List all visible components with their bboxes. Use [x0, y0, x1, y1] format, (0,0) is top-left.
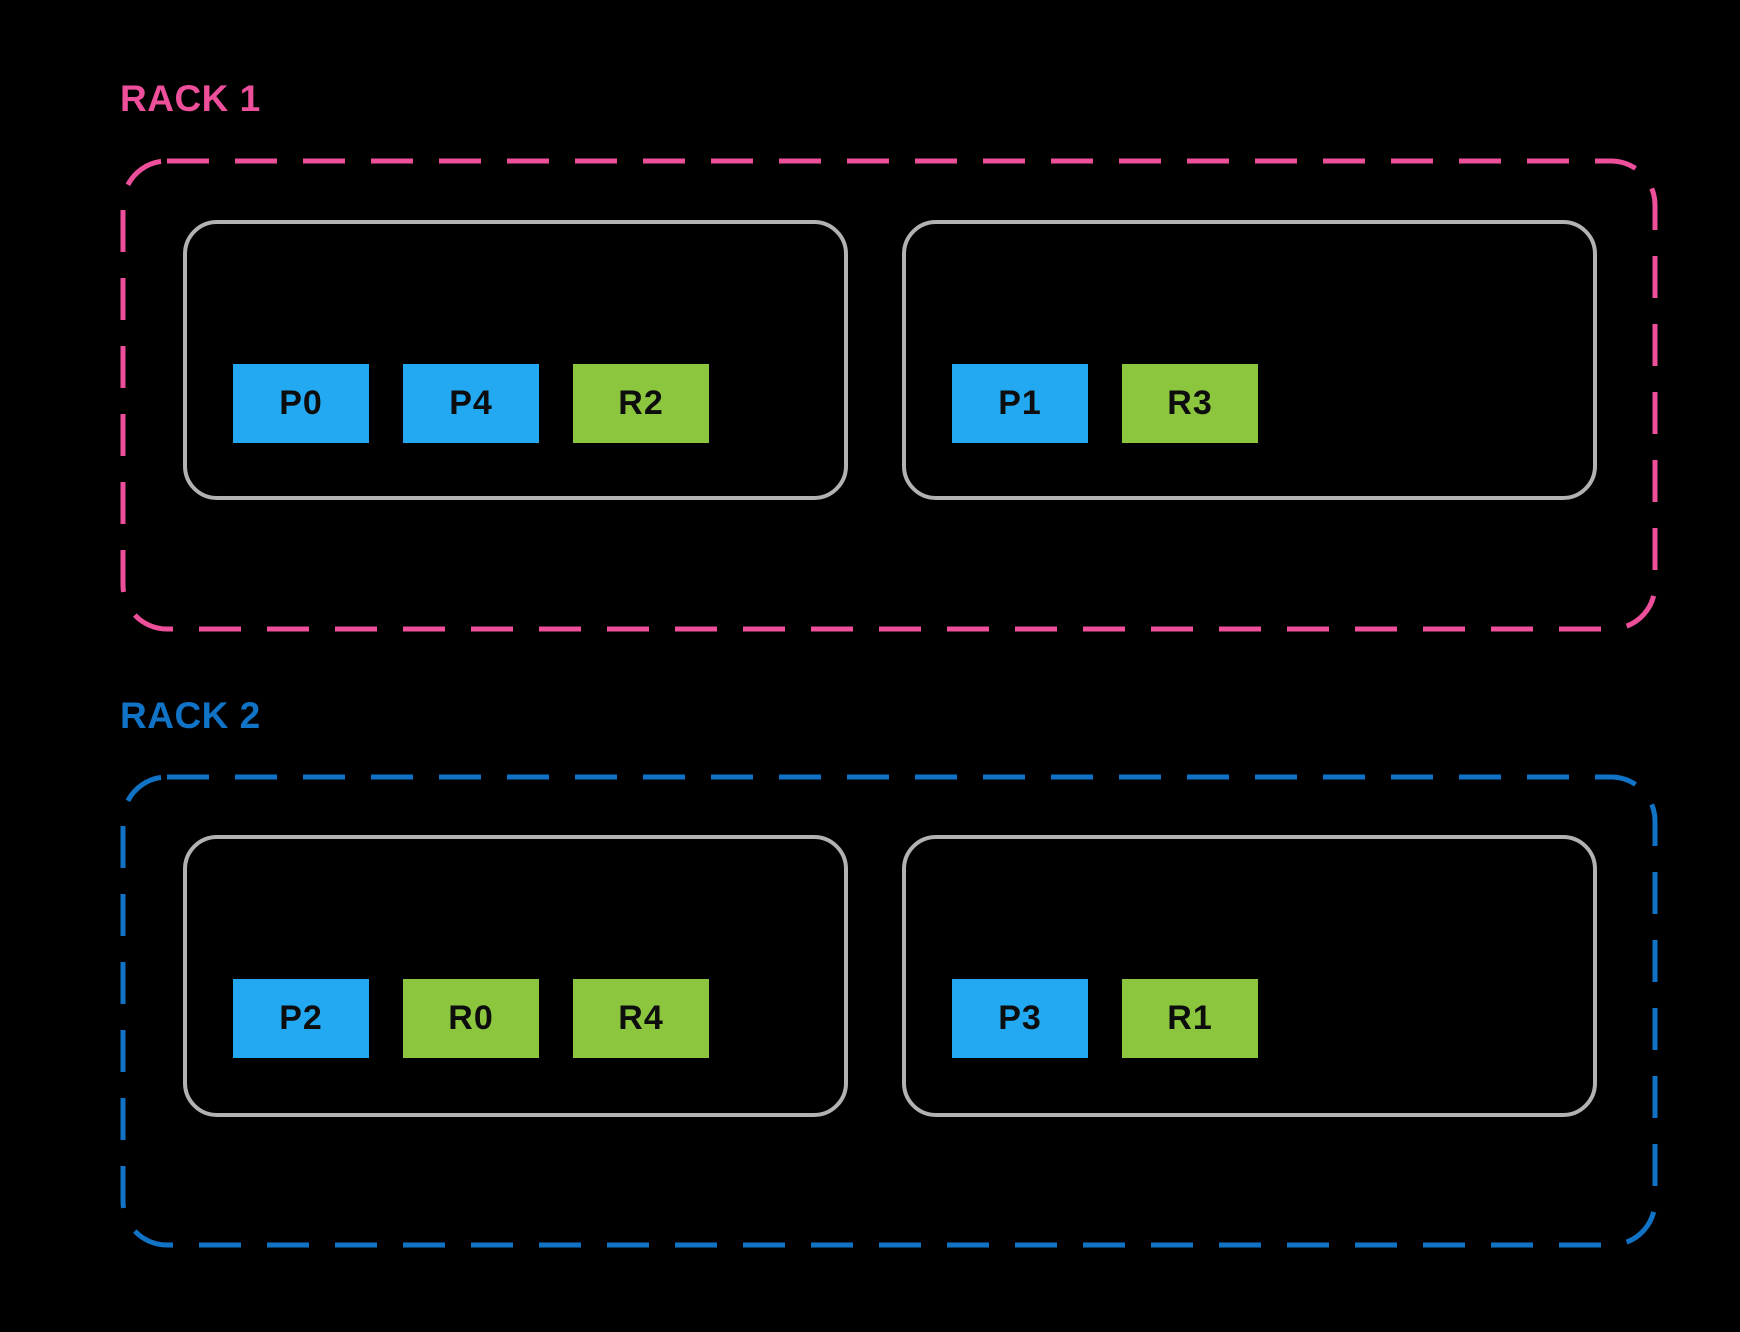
shard-row: P0 P4 R2 [233, 364, 709, 443]
rack-2-node-2: P3 R1 [902, 835, 1597, 1117]
shard-row: P3 R1 [952, 979, 1258, 1058]
rack-1-node-1: P0 P4 R2 [183, 220, 848, 500]
shard-p0: P0 [233, 364, 369, 443]
rack-1-boundary [120, 158, 1658, 632]
rack-1-node-2: P1 R3 [902, 220, 1597, 500]
rack-1-dashed-outline [120, 158, 1658, 632]
shard-r4: R4 [573, 979, 709, 1058]
shard-p2: P2 [233, 979, 369, 1058]
shard-p3: P3 [952, 979, 1088, 1058]
shard-row: P1 R3 [952, 364, 1258, 443]
shard-r3: R3 [1122, 364, 1258, 443]
rack-2-boundary [120, 774, 1658, 1248]
rack-2-node-1: P2 R0 R4 [183, 835, 848, 1117]
rack-1-label: RACK 1 [120, 78, 261, 119]
rack-2-label: RACK 2 [120, 695, 261, 736]
shard-r1: R1 [1122, 979, 1258, 1058]
shard-r0: R0 [403, 979, 539, 1058]
shard-row: P2 R0 R4 [233, 979, 709, 1058]
shard-p1: P1 [952, 364, 1088, 443]
shard-r2: R2 [573, 364, 709, 443]
shard-p4: P4 [403, 364, 539, 443]
rack-2-dashed-outline [120, 774, 1658, 1248]
